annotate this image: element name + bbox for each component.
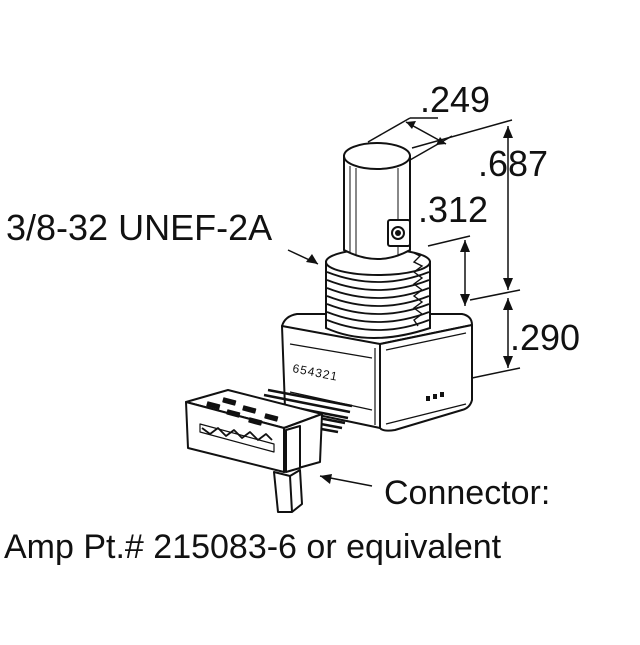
shaft [343, 142, 411, 260]
dimension-arrows [306, 121, 513, 484]
body-height-label: .290 [510, 317, 580, 358]
connector-title: Connector: [384, 474, 550, 512]
shaft-length-label: .687 [478, 143, 548, 184]
thread-spec-label: 3/8-32 UNEF-2A [6, 207, 272, 248]
connector-housing [185, 389, 323, 513]
shaft-diameter-label: .249 [420, 79, 490, 120]
connector-part-number: Amp Pt.# 215083-6 or equivalent [4, 528, 502, 566]
thread-length-label: .312 [418, 189, 488, 230]
encoder-body [281, 313, 473, 432]
threaded-bushing [325, 248, 431, 339]
